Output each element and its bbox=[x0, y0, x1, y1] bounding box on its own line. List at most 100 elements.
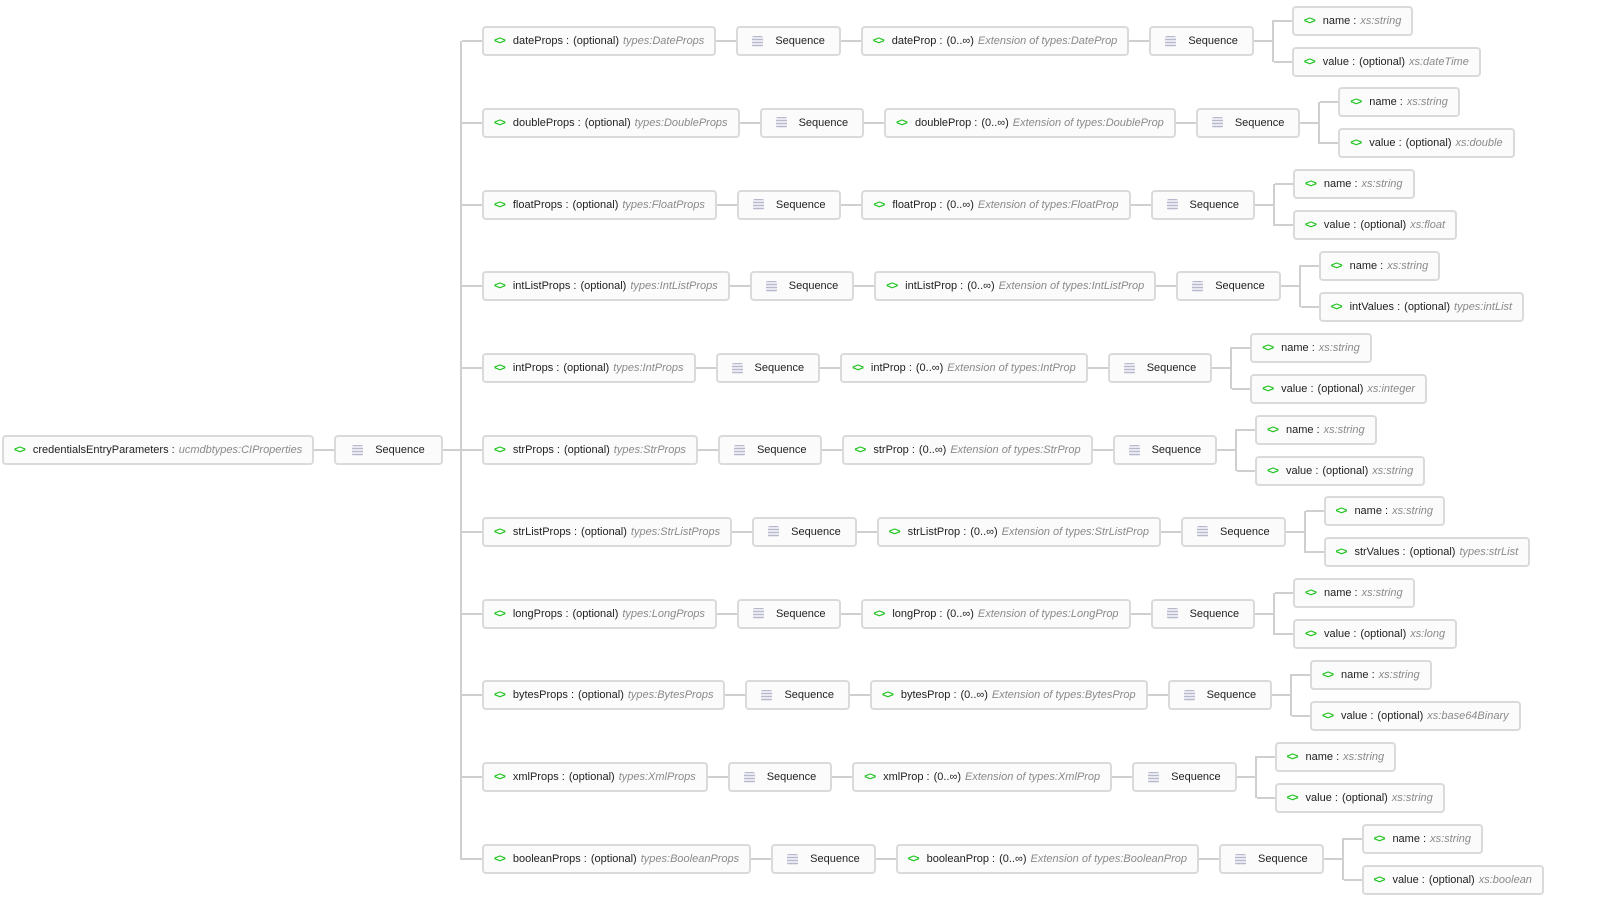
sequence-node[interactable]: Sequence bbox=[717, 435, 823, 465]
sequence-node[interactable]: Sequence bbox=[1219, 844, 1324, 874]
name-element-node[interactable]: <>name :xs:string bbox=[1310, 659, 1432, 690]
name-element-node[interactable]: <>name :xs:string bbox=[1250, 332, 1372, 363]
sequence-node[interactable]: Sequence bbox=[1195, 107, 1301, 138]
sequence-node[interactable]: Sequence bbox=[727, 762, 833, 793]
sequence-node[interactable]: Sequence bbox=[771, 844, 876, 874]
prop-element-node[interactable]: <>booleanProp :(0..∞)Extension of types:… bbox=[895, 844, 1200, 874]
props-element-node[interactable]: <>bytesProps :(optional)types:BytesProps bbox=[482, 680, 726, 711]
sequence-node[interactable]: Sequence bbox=[745, 680, 850, 711]
element-name: floatProp : bbox=[892, 198, 943, 211]
connector bbox=[1343, 837, 1362, 840]
sequence-node[interactable]: Sequence bbox=[736, 26, 841, 56]
props-element-node[interactable]: <>floatProps :(optional)types:FloatProps bbox=[482, 189, 717, 220]
value-element-node[interactable]: <>value :(optional)xs:long bbox=[1293, 619, 1458, 650]
prop-element-node[interactable]: <>dateProp :(0..∞)Extension of types:Dat… bbox=[860, 26, 1130, 56]
name-element-node[interactable]: <>name :xs:string bbox=[1323, 496, 1446, 527]
sequence-node[interactable]: Sequence bbox=[749, 271, 855, 302]
sequence-node[interactable]: Sequence bbox=[1181, 516, 1286, 547]
connector bbox=[832, 776, 853, 779]
value-element-node[interactable]: <>value :(optional)xs:double bbox=[1338, 128, 1515, 159]
name-element-node[interactable]: <>name :xs:string bbox=[1274, 741, 1397, 772]
prop-element-node[interactable]: <>longProp :(0..∞)Extension of types:Lon… bbox=[861, 598, 1131, 629]
element-name: booleanProps : bbox=[512, 853, 587, 865]
value-element-node[interactable]: <>value :(optional)xs:base64Binary bbox=[1310, 700, 1521, 731]
element-name: strListProps : bbox=[512, 525, 578, 538]
prop-element-node[interactable]: <>intProp :(0..∞)Extension of types:IntP… bbox=[840, 353, 1088, 384]
value-element-node[interactable]: <>value :(optional)xs:float bbox=[1293, 210, 1458, 241]
value-element-node[interactable]: <>intValues :(optional)types:intList bbox=[1318, 291, 1525, 322]
sequence-node[interactable]: Sequence bbox=[752, 516, 857, 547]
sequence-node[interactable]: Sequence bbox=[1107, 353, 1213, 384]
element-icon: <> bbox=[1350, 137, 1362, 150]
sequence-node[interactable]: Sequence bbox=[1149, 26, 1254, 56]
value-element-node[interactable]: <>value :(optional)xs:dateTime bbox=[1291, 46, 1481, 77]
sequence-node[interactable]: Sequence bbox=[1132, 762, 1237, 793]
name-element-node[interactable]: <>name :xs:string bbox=[1318, 250, 1441, 281]
sequence-label: Sequence bbox=[1234, 116, 1285, 129]
connector bbox=[841, 612, 862, 615]
root-element-node[interactable]: <> credentialsEntryParameters : ucmdbtyp… bbox=[2, 435, 315, 465]
children: <>name :xs:string <>value :(optional)xs:s… bbox=[1256, 741, 1445, 813]
value-element-node[interactable]: <>value :(optional)xs:string bbox=[1274, 782, 1445, 813]
sequence-node[interactable]: Sequence bbox=[1167, 680, 1273, 711]
sequence-node[interactable]: Sequence bbox=[736, 598, 842, 629]
children: <>name :xs:string <>value :(optional)xs:b… bbox=[1292, 659, 1521, 731]
optional-label: (optional) bbox=[1359, 55, 1405, 68]
connector bbox=[1087, 367, 1108, 370]
props-element-node[interactable]: <>strProps :(optional)types:StrProps bbox=[482, 435, 698, 465]
sequence-node[interactable]: Sequence bbox=[1150, 598, 1256, 629]
prop-element-node[interactable]: <>strListProp :(0..∞)Extension of types:… bbox=[876, 516, 1162, 547]
sequence-node[interactable]: Sequence bbox=[1150, 189, 1256, 220]
prop-element-node[interactable]: <>xmlProp :(0..∞)Extension of types:XmlP… bbox=[852, 762, 1113, 793]
name-element-node[interactable]: <>name :xs:string bbox=[1293, 169, 1415, 200]
props-element-node[interactable]: <>strListProps :(optional)types:StrListP… bbox=[482, 516, 733, 547]
name-element-node[interactable]: <>name :xs:string bbox=[1291, 5, 1414, 36]
name-element-node[interactable]: <>name :xs:string bbox=[1361, 823, 1484, 854]
value-element-node[interactable]: <>value :(optional)xs:integer bbox=[1250, 373, 1428, 404]
element-icon: <> bbox=[494, 35, 506, 47]
element-icon: <> bbox=[873, 198, 885, 211]
connector bbox=[1285, 530, 1304, 533]
element-icon: <> bbox=[872, 35, 885, 47]
element-type: xs:string bbox=[1391, 791, 1433, 804]
prop-element-node[interactable]: <>floatProp :(0..∞)Extension of types:Fl… bbox=[861, 189, 1131, 220]
row-strProps: <>strProps :(optional)types:StrProps Sequ… bbox=[462, 414, 1426, 486]
child-row: <>name :xs:string bbox=[1300, 250, 1524, 281]
name-element-node[interactable]: <>name :xs:string bbox=[1255, 414, 1377, 445]
value-element-node[interactable]: <>value :(optional)xs:string bbox=[1255, 455, 1426, 486]
props-element-node[interactable]: <>dateProps :(optional)types:DateProps bbox=[482, 26, 717, 56]
value-element-node[interactable]: <>strValues :(optional)types:strList bbox=[1323, 537, 1531, 568]
child-row: <>value :(optional)xs:string bbox=[1256, 782, 1445, 813]
element-name: name : bbox=[1322, 14, 1357, 27]
prop-element-node[interactable]: <>doubleProp :(0..∞)Extension of types:D… bbox=[884, 107, 1176, 138]
sequence-node[interactable]: Sequence bbox=[1112, 435, 1218, 465]
props-element-node[interactable]: <>intListProps :(optional)types:IntListP… bbox=[482, 271, 730, 302]
element-icon: <> bbox=[494, 525, 506, 538]
root-sequence-node[interactable]: Sequence bbox=[334, 435, 443, 465]
sequence-node[interactable]: Sequence bbox=[1176, 271, 1281, 302]
props-element-node[interactable]: <>doubleProps :(optional)types:DoublePro… bbox=[482, 107, 740, 138]
element-type: types:LongProps bbox=[622, 607, 705, 620]
element-type: Extension of types:FloatProp bbox=[977, 198, 1119, 211]
prop-element-node[interactable]: <>intListProp :(0..∞)Extension of types:… bbox=[874, 271, 1157, 302]
sequence-node[interactable]: Sequence bbox=[759, 107, 865, 138]
element-icon: <> bbox=[907, 853, 920, 865]
element-type: ucmdbtypes:CIProperties bbox=[178, 444, 303, 456]
name-element-node[interactable]: <>name :xs:string bbox=[1293, 578, 1415, 609]
prop-element-node[interactable]: <>bytesProp :(0..∞)Extension of types:By… bbox=[870, 680, 1148, 711]
sequence-label: Sequence bbox=[775, 198, 826, 211]
name-element-node[interactable]: <>name :xs:string bbox=[1338, 87, 1460, 118]
connector bbox=[1275, 592, 1294, 595]
row-dateProps: <>dateProps :(optional)types:DateProps Se… bbox=[462, 5, 1481, 77]
sequence-node[interactable]: Sequence bbox=[715, 353, 821, 384]
prop-element-node[interactable]: <>strProp :(0..∞)Extension of types:StrP… bbox=[842, 435, 1093, 465]
element-icon: <> bbox=[1305, 219, 1317, 232]
sequence-node[interactable]: Sequence bbox=[736, 189, 842, 220]
props-element-node[interactable]: <>longProps :(optional)types:LongProps bbox=[482, 598, 717, 629]
props-element-node[interactable]: <>intProps :(optional)types:IntProps bbox=[482, 353, 696, 384]
element-type: xs:string bbox=[1323, 423, 1365, 436]
value-element-node[interactable]: <>value :(optional)xs:boolean bbox=[1361, 864, 1544, 895]
props-element-node[interactable]: <>booleanProps :(optional)types:BooleanP… bbox=[482, 844, 752, 874]
element-icon: <> bbox=[852, 362, 864, 375]
props-element-node[interactable]: <>xmlProps :(optional)types:XmlProps bbox=[482, 762, 708, 793]
